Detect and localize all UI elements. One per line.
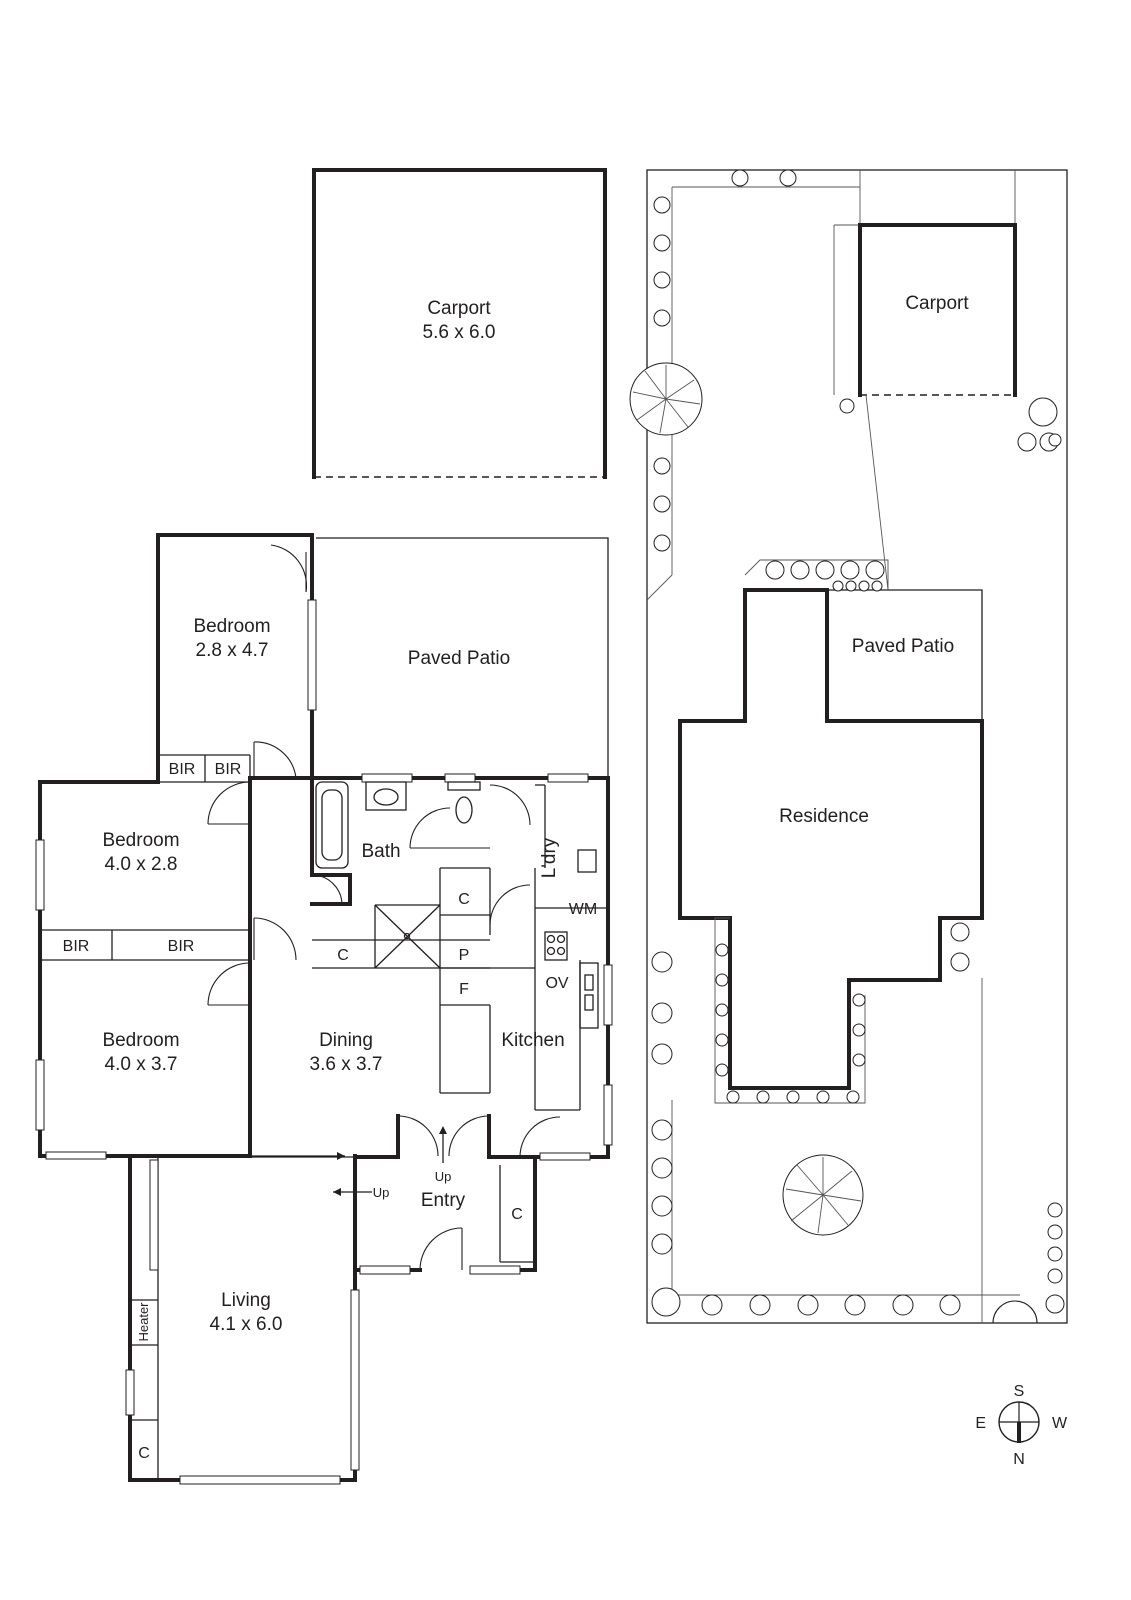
- site-plan: Carport Paved Patio Residence: [629, 169, 1068, 1324]
- bedroom2-size: 4.0 x 2.8: [105, 854, 178, 875]
- laundry-name: L'dry: [539, 837, 560, 878]
- paved-patio-name: Paved Patio: [408, 648, 510, 669]
- windows: [35, 599, 613, 1485]
- doors: [207, 544, 561, 1271]
- up-arrows: [252, 1126, 447, 1196]
- cupboard-label-living: C: [138, 1445, 150, 1462]
- patio-outline: [316, 537, 609, 778]
- carport-structure: [312, 168, 607, 479]
- fridge-label: F: [459, 981, 469, 998]
- residence-footprint: [678, 588, 984, 1090]
- oven-label: OV: [545, 975, 568, 992]
- heater-label: Heater: [136, 1302, 151, 1342]
- bedroom2-name: Bedroom: [102, 830, 179, 851]
- living-size: 4.1 x 6.0: [210, 1314, 283, 1335]
- bir-label-1: BIR: [169, 761, 196, 778]
- cupboard-label-entry: C: [511, 1206, 523, 1223]
- compass: S N E W: [975, 1383, 1068, 1468]
- residence-label: Residence: [779, 806, 869, 827]
- up-label-living: Up: [373, 1185, 390, 1200]
- site-carport-label: Carport: [905, 293, 969, 314]
- bedroom3-size: 4.0 x 3.7: [105, 1054, 178, 1075]
- shrubs: [651, 169, 1065, 1317]
- floor-plan: Carport 5.6 x 6.0 Bedroom 2.8 x 4.7 Pave…: [35, 168, 613, 1485]
- large-tree-1: [629, 362, 703, 436]
- cupboard-label-linen: C: [458, 891, 470, 908]
- site-boundary: [646, 169, 1068, 1324]
- interior-walls: [111, 754, 608, 1480]
- bir-label-4: BIR: [168, 938, 195, 955]
- dining-size: 3.6 x 3.7: [310, 1054, 383, 1075]
- bir-label-2: BIR: [215, 761, 242, 778]
- site-carport: [858, 223, 1017, 397]
- pantry-label: P: [459, 947, 470, 964]
- bedroom3-name: Bedroom: [102, 1030, 179, 1051]
- carport-name: Carport: [427, 298, 491, 319]
- fixtures: [315, 781, 599, 1029]
- entry-name: Entry: [421, 1190, 466, 1211]
- compass-south: S: [1014, 1383, 1025, 1400]
- carport-size: 5.6 x 6.0: [423, 322, 496, 343]
- floor-plan-labels: Carport 5.6 x 6.0 Bedroom 2.8 x 4.7 Pave…: [63, 298, 598, 1462]
- large-tree-2: [782, 1154, 864, 1236]
- kitchen-name: Kitchen: [501, 1030, 564, 1051]
- bath-name: Bath: [361, 841, 400, 862]
- living-name: Living: [221, 1290, 271, 1311]
- washing-machine-label: WM: [569, 901, 597, 918]
- bedroom1-name: Bedroom: [193, 616, 270, 637]
- up-label-entry: Up: [435, 1169, 452, 1184]
- bir-label-3: BIR: [63, 938, 90, 955]
- site-patio-label: Paved Patio: [852, 636, 954, 657]
- exterior-walls: [38, 533, 610, 1482]
- compass-east: E: [975, 1415, 986, 1432]
- compass-west: W: [1052, 1415, 1068, 1432]
- dining-name: Dining: [319, 1030, 373, 1051]
- compass-north: N: [1013, 1451, 1025, 1468]
- bedroom1-size: 2.8 x 4.7: [196, 640, 269, 661]
- cupboard-label-hall: C: [337, 947, 349, 964]
